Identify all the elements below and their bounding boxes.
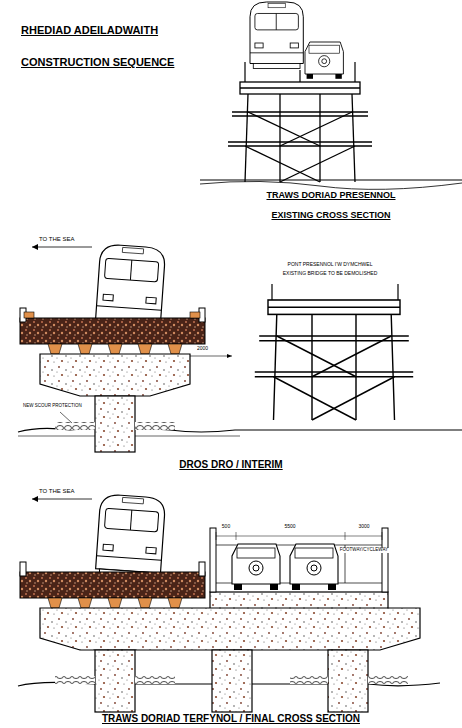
dimension-text: FOOTWAY/CYCLEWAY — [339, 548, 389, 553]
leader-note: NEW SCOUR PROTECTION — [22, 404, 83, 409]
section-title: TRAWS DORIAD TERFYNOL / FINAL CROSS SECT… — [101, 713, 361, 724]
section-title: TRAWS DORIAD PRESENNOL — [265, 191, 396, 201]
section-title: DROS DRO / INTERIM — [178, 459, 283, 470]
direction-note: TO THE SEA — [38, 236, 75, 243]
demolition-note: EXISTING BRIDGE TO BE DEMOLISHED — [282, 271, 379, 277]
demolition-note: PONT PRESENNOL I'W DYMCHWEL — [287, 262, 374, 268]
title-text: RHEDIAD ADEILADWAITH — [20, 24, 159, 36]
direction-note: TO THE SEA — [38, 488, 75, 495]
dimension-text: 5500 — [283, 524, 296, 530]
subtitle-text: CONSTRUCTION SEQUENCE — [20, 56, 175, 68]
dimension-text: 500 — [221, 524, 231, 530]
section-title: EXISTING CROSS SECTION — [270, 211, 391, 221]
dimension-text: 2000 — [196, 346, 209, 352]
dimension-text: 3000 — [357, 524, 370, 530]
